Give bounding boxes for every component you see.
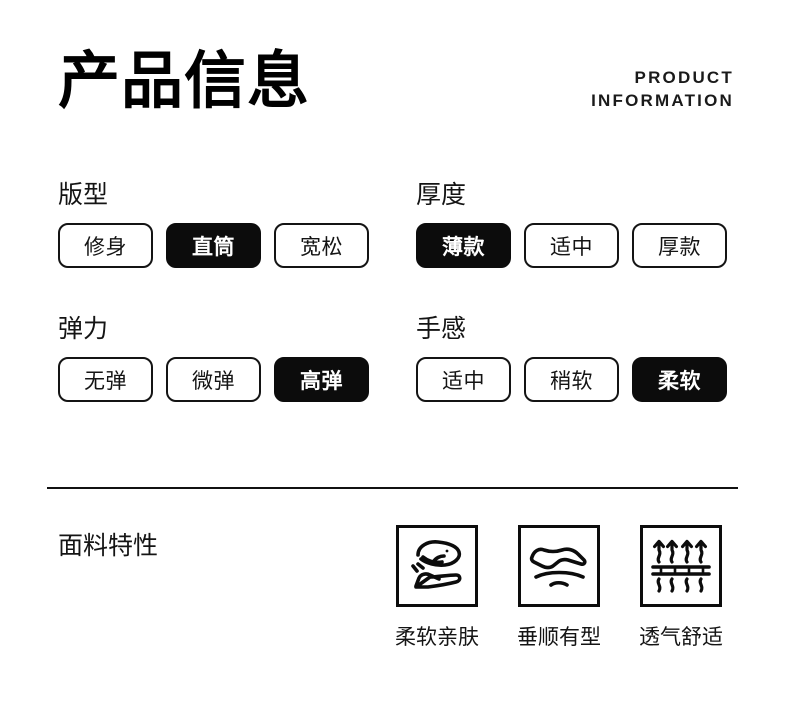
attribute-group-handfeel: 手感 适中 稍软 柔软 xyxy=(416,314,756,402)
attribute-label-handfeel: 手感 xyxy=(416,315,467,343)
attribute-group-fit: 版型 修身 直筒 宽松 xyxy=(58,180,398,268)
option-thickness-0[interactable]: 薄款 xyxy=(416,223,511,268)
option-handfeel-0[interactable]: 适中 xyxy=(416,357,511,402)
option-thickness-1[interactable]: 适中 xyxy=(524,223,619,268)
option-elasticity-1[interactable]: 微弹 xyxy=(166,357,261,402)
option-elasticity-0[interactable]: 无弹 xyxy=(58,357,153,402)
fabric-feature-caption: 柔软亲肤 xyxy=(395,626,479,649)
header-english-line-2: INFORMATION xyxy=(591,91,734,110)
fabric-feature-list: 柔软亲肤 垂顺有型 xyxy=(395,525,723,650)
option-handfeel-2[interactable]: 柔软 xyxy=(632,357,727,402)
attribute-options-fit: 修身 直筒 宽松 xyxy=(58,223,398,268)
option-thickness-2[interactable]: 厚款 xyxy=(632,223,727,268)
fabric-feature-caption: 垂顺有型 xyxy=(517,626,601,649)
attribute-label-fit: 版型 xyxy=(58,181,109,209)
attribute-group-elasticity: 弹力 无弹 微弹 高弹 xyxy=(58,314,398,402)
section-divider xyxy=(47,487,738,489)
fabric-feature-item: 柔软亲肤 xyxy=(395,525,479,650)
fabric-features-label: 面料特性 xyxy=(58,532,159,560)
airflow-through-fabric-icon xyxy=(640,525,722,607)
attribute-options-thickness: 薄款 适中 厚款 xyxy=(416,223,756,268)
option-handfeel-1[interactable]: 稍软 xyxy=(524,357,619,402)
fabric-features-section: 面料特性 柔软亲肤 xyxy=(0,512,790,672)
header-english-subtitle: PRODUCT INFORMATION xyxy=(591,66,734,112)
fabric-feature-item: 垂顺有型 xyxy=(517,525,601,650)
header-english-line-1: PRODUCT xyxy=(634,68,734,87)
attribute-options-handfeel: 适中 稍软 柔软 xyxy=(416,357,756,402)
attribute-group-thickness: 厚度 薄款 适中 厚款 xyxy=(416,180,756,268)
page-header: 产品信息 PRODUCT INFORMATION xyxy=(0,0,790,150)
page-title: 产品信息 xyxy=(58,47,311,116)
fabric-feature-item: 透气舒适 xyxy=(639,525,723,650)
attribute-options-elasticity: 无弹 微弹 高弹 xyxy=(58,357,398,402)
hand-with-soft-fabric-icon xyxy=(396,525,478,607)
hand-smoothing-drape-icon xyxy=(518,525,600,607)
option-fit-1[interactable]: 直筒 xyxy=(166,223,261,268)
attribute-label-elasticity: 弹力 xyxy=(58,315,109,343)
option-fit-2[interactable]: 宽松 xyxy=(274,223,369,268)
option-elasticity-2[interactable]: 高弹 xyxy=(274,357,369,402)
fabric-feature-caption: 透气舒适 xyxy=(639,626,723,649)
attribute-label-thickness: 厚度 xyxy=(416,181,467,209)
option-fit-0[interactable]: 修身 xyxy=(58,223,153,268)
